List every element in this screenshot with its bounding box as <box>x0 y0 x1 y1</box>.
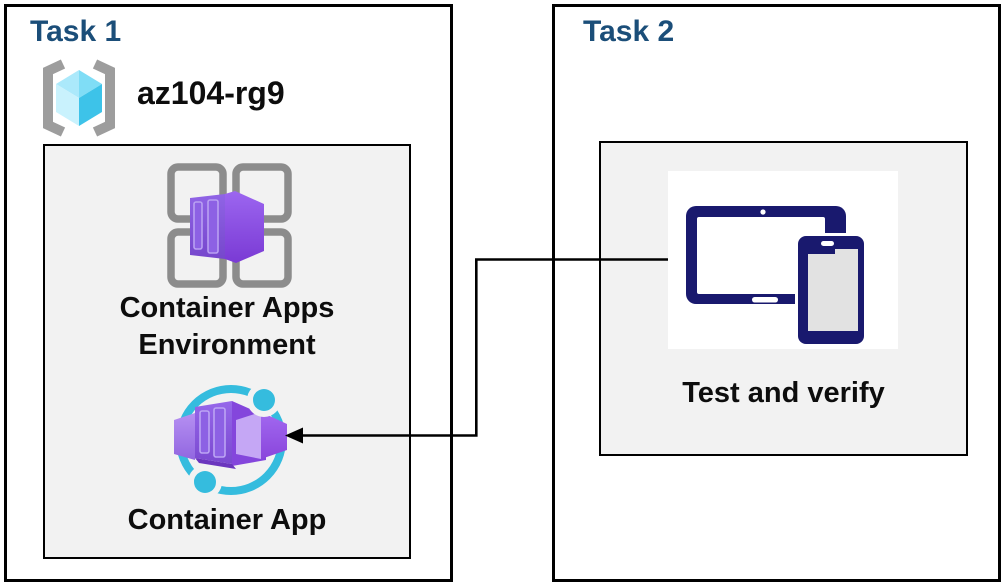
container-apps-environment-icon <box>167 163 292 288</box>
resource-group-icon <box>43 59 115 137</box>
cube-glyph <box>56 70 102 126</box>
task2-box: Task 2 Test and verify <box>552 4 1001 582</box>
test-panel: Test and verify <box>599 141 968 456</box>
task1-box: Task 1 az104-rg9 <box>4 4 453 582</box>
bracket-left <box>43 59 66 137</box>
task2-title: Task 2 <box>583 15 675 48</box>
task1-title: Task 1 <box>30 15 122 48</box>
resource-group-name: az104-rg9 <box>137 75 285 111</box>
container-app-icon <box>174 383 287 499</box>
devices-icon <box>668 171 898 349</box>
phone-glyph <box>795 233 867 347</box>
scale-dots <box>188 383 281 499</box>
bracket-right <box>92 59 115 137</box>
environment-container-glyph <box>190 191 264 263</box>
container-app-label: Container App <box>127 504 327 536</box>
environment-label: Container Apps Environment <box>119 292 335 361</box>
container-app-glyph <box>174 401 287 469</box>
test-and-verify-label: Test and verify <box>682 377 885 409</box>
environment-panel: Container Apps Environment <box>43 144 411 559</box>
